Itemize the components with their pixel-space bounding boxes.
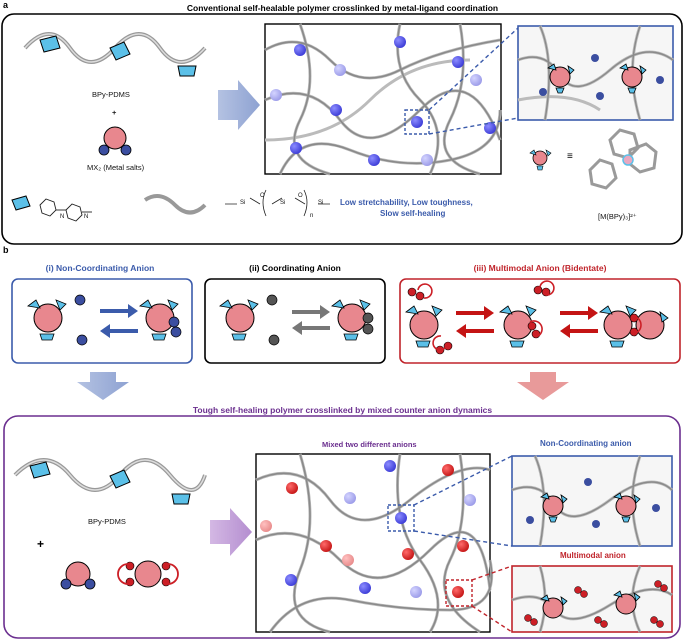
zoom-box bbox=[404, 109, 430, 135]
panel-a-frame bbox=[1, 13, 683, 245]
anion-icon bbox=[98, 144, 110, 156]
si-label-1: Si bbox=[240, 200, 246, 206]
o-label-2: O bbox=[298, 193, 303, 199]
box-coordinating bbox=[204, 278, 386, 364]
pyridine-n-1: N bbox=[60, 214, 65, 220]
mixed-anions-label: Mixed two different anions bbox=[322, 440, 417, 449]
box-multimodal bbox=[399, 278, 681, 364]
o-label-1: O bbox=[260, 193, 265, 199]
panel-b-letter: b bbox=[3, 245, 9, 255]
anion-i-title: (i) Non-Coordinating Anion bbox=[45, 263, 155, 273]
bipyridine-structure bbox=[39, 198, 92, 222]
anion-icon bbox=[120, 144, 132, 156]
si-label-3: Si bbox=[318, 200, 324, 206]
plus-sign-b: + bbox=[37, 537, 45, 551]
bpy-pdms-label-a: BPy-PDMS bbox=[92, 90, 130, 99]
ligand-icon bbox=[177, 65, 197, 77]
complex-icon bbox=[532, 150, 548, 166]
process-arrow bbox=[218, 80, 260, 130]
bpy-pdms-label-b: BPy-PDMS bbox=[88, 517, 126, 526]
panel-a-title: Conventional self-healable polymer cross… bbox=[186, 3, 499, 13]
inset-noncoord-label: Non-Coordinating anion bbox=[540, 439, 632, 448]
equiv-sign: ≡ bbox=[567, 151, 573, 162]
anion-ii-title: (ii) Coordinating Anion bbox=[249, 263, 341, 273]
ligand-icon bbox=[11, 195, 31, 211]
network-nodes bbox=[270, 36, 496, 166]
properties-line2: Slow self-healing bbox=[380, 209, 446, 218]
inset-multimodal-label: Multimodal anion bbox=[560, 551, 626, 560]
polymer-chain-icon bbox=[143, 194, 207, 215]
metal-ion-icon bbox=[103, 126, 127, 150]
panel-a-letter: a bbox=[3, 0, 9, 10]
si-label-2: Si bbox=[280, 200, 286, 206]
complex-formula: [M(BPy)₃]²⁺ bbox=[598, 212, 637, 221]
panel-bottom-frame bbox=[3, 415, 681, 639]
ligand-icon bbox=[39, 35, 61, 53]
plus-sign-a: + bbox=[112, 108, 117, 117]
metal-salt-label: MX₂ (Metal salts) bbox=[87, 163, 145, 172]
ligand-icon bbox=[109, 41, 131, 61]
pdms-structure bbox=[225, 189, 330, 217]
properties-line1: Low stretchability, Low toughness, bbox=[340, 198, 473, 207]
box-non-coordinating bbox=[11, 278, 193, 364]
bottom-panel-title: Tough self-healing polymer crosslinked b… bbox=[192, 405, 493, 415]
anion-iii-title: (iii) Multimodal Anion (Bidentate) bbox=[473, 263, 607, 273]
n-subscript: n bbox=[310, 213, 314, 219]
pyridine-n-2: N bbox=[84, 214, 89, 220]
